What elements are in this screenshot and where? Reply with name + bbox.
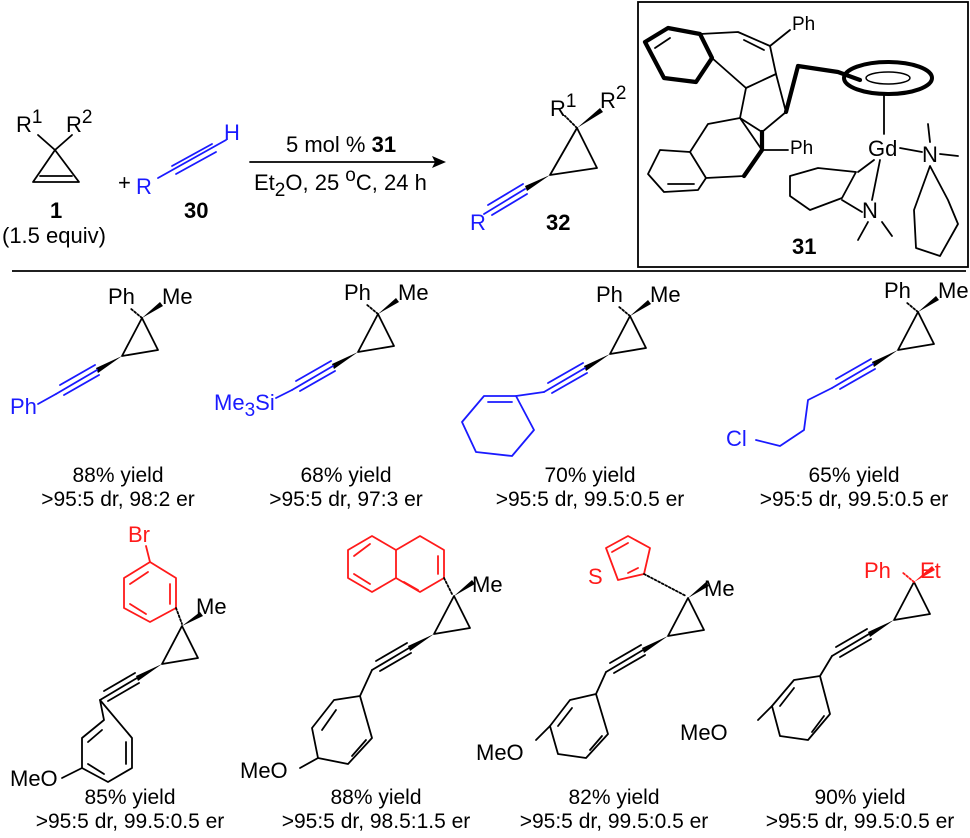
- product-r-label: R: [470, 210, 486, 235]
- product-cyclopropane: R1 R2 R 32: [470, 83, 626, 235]
- bond-r2: [54, 134, 73, 151]
- catalyst-number: 31: [792, 234, 816, 259]
- product-number: 32: [546, 210, 570, 235]
- yield-label: 88% yield: [72, 464, 163, 487]
- catalyst-ph-top: Ph: [792, 14, 815, 35]
- methoxy-label: MeO: [680, 720, 728, 745]
- r-group-label: Cl: [726, 426, 747, 451]
- ph-label: Ph: [108, 284, 135, 309]
- product-r1-label: R1: [550, 91, 576, 121]
- reactant1-number: 1: [50, 198, 62, 223]
- br-label: Br: [128, 522, 150, 547]
- reactant2-number: 30: [184, 198, 208, 223]
- me-label: Me: [650, 282, 681, 307]
- product-ring: [549, 127, 598, 176]
- sulfur-label: S: [588, 564, 603, 589]
- ph-label: Ph: [344, 280, 371, 305]
- me-label: Me: [398, 280, 429, 305]
- me-label: Me: [196, 594, 227, 619]
- catalyst-frame: [637, 1, 969, 268]
- methoxy-label: MeO: [476, 740, 524, 765]
- cyclopropene-ring: [32, 149, 80, 183]
- yield-label: 65% yield: [808, 464, 899, 487]
- alkyne-r-label: R: [136, 174, 152, 199]
- alkyne-bond: [157, 139, 227, 179]
- product-row1-3: Ph Me 70% yield >95:5 dr, 99.5:0.5 er: [461, 282, 685, 511]
- cp-ring: [842, 60, 934, 96]
- catalyst-box: Ph Ph Gd N N 31: [637, 1, 969, 268]
- conditions-line2: Et2O, 25 oC, 24 h: [254, 165, 427, 201]
- ph-label: Ph: [884, 278, 911, 303]
- me-label: Me: [162, 284, 193, 309]
- catalyst-n-left: N: [862, 198, 878, 223]
- ph-label: Ph: [864, 558, 891, 583]
- selectivity-label: >95:5 dr, 97:3 er: [269, 488, 423, 511]
- product-row1-1: Ph Me Ph 88% yield >95:5 dr, 98:2 er: [10, 284, 195, 511]
- r2-label: R2: [66, 107, 92, 137]
- selectivity-label: >95:5 dr, 98:2 er: [41, 488, 195, 511]
- me-label: Me: [472, 572, 503, 597]
- selectivity-label: >95:5 dr, 99.5:0.5 er: [766, 810, 955, 833]
- yield-label: 68% yield: [300, 464, 391, 487]
- tms-label: Me3Si: [214, 390, 275, 421]
- reaction-arrow: [249, 156, 446, 168]
- selectivity-label: >95:5 dr, 98.5:1.5 er: [282, 810, 471, 833]
- methoxy-label: MeO: [240, 758, 288, 783]
- catalyst-metal: Gd: [868, 136, 897, 161]
- bond-r1: [37, 134, 56, 151]
- product-r2-label: R2: [600, 83, 626, 113]
- yield-label: 70% yield: [544, 464, 635, 487]
- me-label: Me: [704, 576, 735, 601]
- selectivity-label: >95:5 dr, 99.5:0.5 er: [520, 810, 709, 833]
- product-row2-1: Br Me MeO 85% yield >95:5 dr, 99.5:0.5 e…: [10, 522, 227, 833]
- product-row2-4: Ph Et MeO 90% yield >95:5 dr, 99.5:0.5 e…: [680, 558, 954, 833]
- product-row1-2: Ph Me Me3Si 68% yield >95:5 dr, 97:3 er: [214, 280, 429, 511]
- product-row2-2: Me MeO 88% yield >95:5 dr, 98.5:1.5 er: [240, 535, 503, 833]
- et-label: Et: [920, 558, 941, 583]
- alkyne-h-label: H: [224, 120, 240, 145]
- catalyst-ph-mid: Ph: [790, 138, 813, 159]
- conditions-line1: 5 mol % 31: [286, 132, 396, 157]
- catalyst-n-right: N: [922, 142, 938, 167]
- yield-label: 85% yield: [84, 786, 175, 809]
- methoxy-label: MeO: [10, 766, 58, 791]
- reactant-cyclopropene: R1 R2 1 (1.5 equiv): [2, 107, 106, 248]
- selectivity-label: >95:5 dr, 99.5:0.5 er: [760, 488, 949, 511]
- r-group-label: Ph: [10, 394, 37, 419]
- r1-label: R1: [16, 107, 42, 137]
- yield-label: 90% yield: [814, 786, 905, 809]
- reactant-alkyne: R H 30: [136, 120, 240, 223]
- selectivity-label: >95:5 dr, 99.5:0.5 er: [36, 810, 225, 833]
- arrow-head: [432, 156, 446, 168]
- product-row2-3: S Me MeO 82% yield >95:5 dr, 99.5:0.5 er: [476, 535, 735, 833]
- reactant1-equiv: (1.5 equiv): [2, 223, 106, 248]
- plus-sign: +: [118, 170, 131, 195]
- yield-label: 82% yield: [568, 786, 659, 809]
- product-row1-4: Ph Me Cl 65% yield >95:5 dr, 99.5:0.5 er: [726, 278, 969, 511]
- ph-label: Ph: [596, 282, 623, 307]
- yield-label: 88% yield: [330, 786, 421, 809]
- me-label: Me: [938, 278, 969, 303]
- selectivity-label: >95:5 dr, 99.5:0.5 er: [496, 488, 685, 511]
